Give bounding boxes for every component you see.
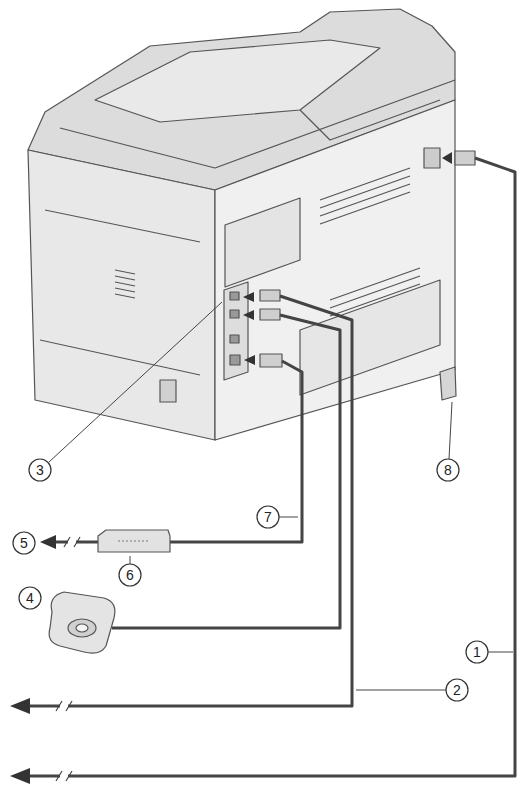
handset-device bbox=[49, 592, 115, 653]
vent bbox=[115, 270, 135, 298]
power-inlet bbox=[424, 148, 440, 168]
plug bbox=[455, 151, 475, 165]
callout-number: 6 bbox=[119, 564, 141, 586]
callout-ring bbox=[19, 587, 41, 609]
callout-number: 4 bbox=[19, 587, 41, 609]
callout-number: 5 bbox=[13, 532, 35, 554]
port bbox=[230, 335, 239, 343]
panel-seam bbox=[45, 210, 200, 242]
callout-number: 7 bbox=[257, 506, 279, 528]
rear-panel bbox=[215, 100, 455, 440]
plug bbox=[260, 354, 282, 367]
callout-ring bbox=[13, 532, 35, 554]
callout-number: 3 bbox=[29, 459, 51, 481]
side-panel bbox=[28, 150, 215, 440]
callout-ring bbox=[119, 564, 141, 586]
document-tray bbox=[95, 40, 380, 122]
leader-line bbox=[49, 302, 513, 690]
port bbox=[230, 355, 240, 365]
side-slot bbox=[160, 380, 176, 402]
callout-number: 1 bbox=[466, 641, 488, 663]
port bbox=[230, 310, 239, 318]
router bbox=[98, 530, 170, 552]
foot bbox=[440, 367, 456, 400]
plug bbox=[260, 290, 280, 301]
rear-vent-panel bbox=[225, 198, 300, 287]
port bbox=[230, 292, 239, 300]
arrow-head bbox=[10, 535, 56, 784]
callout-ring bbox=[437, 459, 459, 481]
insert-arrow bbox=[243, 152, 452, 365]
plug bbox=[260, 309, 280, 320]
callout-number: 2 bbox=[446, 679, 468, 701]
break-mark bbox=[56, 537, 80, 781]
rear-cover bbox=[300, 280, 440, 395]
callout-ring bbox=[29, 459, 51, 481]
callout-number: 8 bbox=[437, 459, 459, 481]
callout-ring bbox=[257, 506, 279, 528]
callout-ring bbox=[466, 641, 488, 663]
cable bbox=[30, 158, 515, 776]
break-gap bbox=[60, 542, 76, 776]
panel-seam bbox=[40, 340, 200, 375]
callout-ring bbox=[446, 679, 468, 701]
router-lights bbox=[118, 540, 150, 541]
